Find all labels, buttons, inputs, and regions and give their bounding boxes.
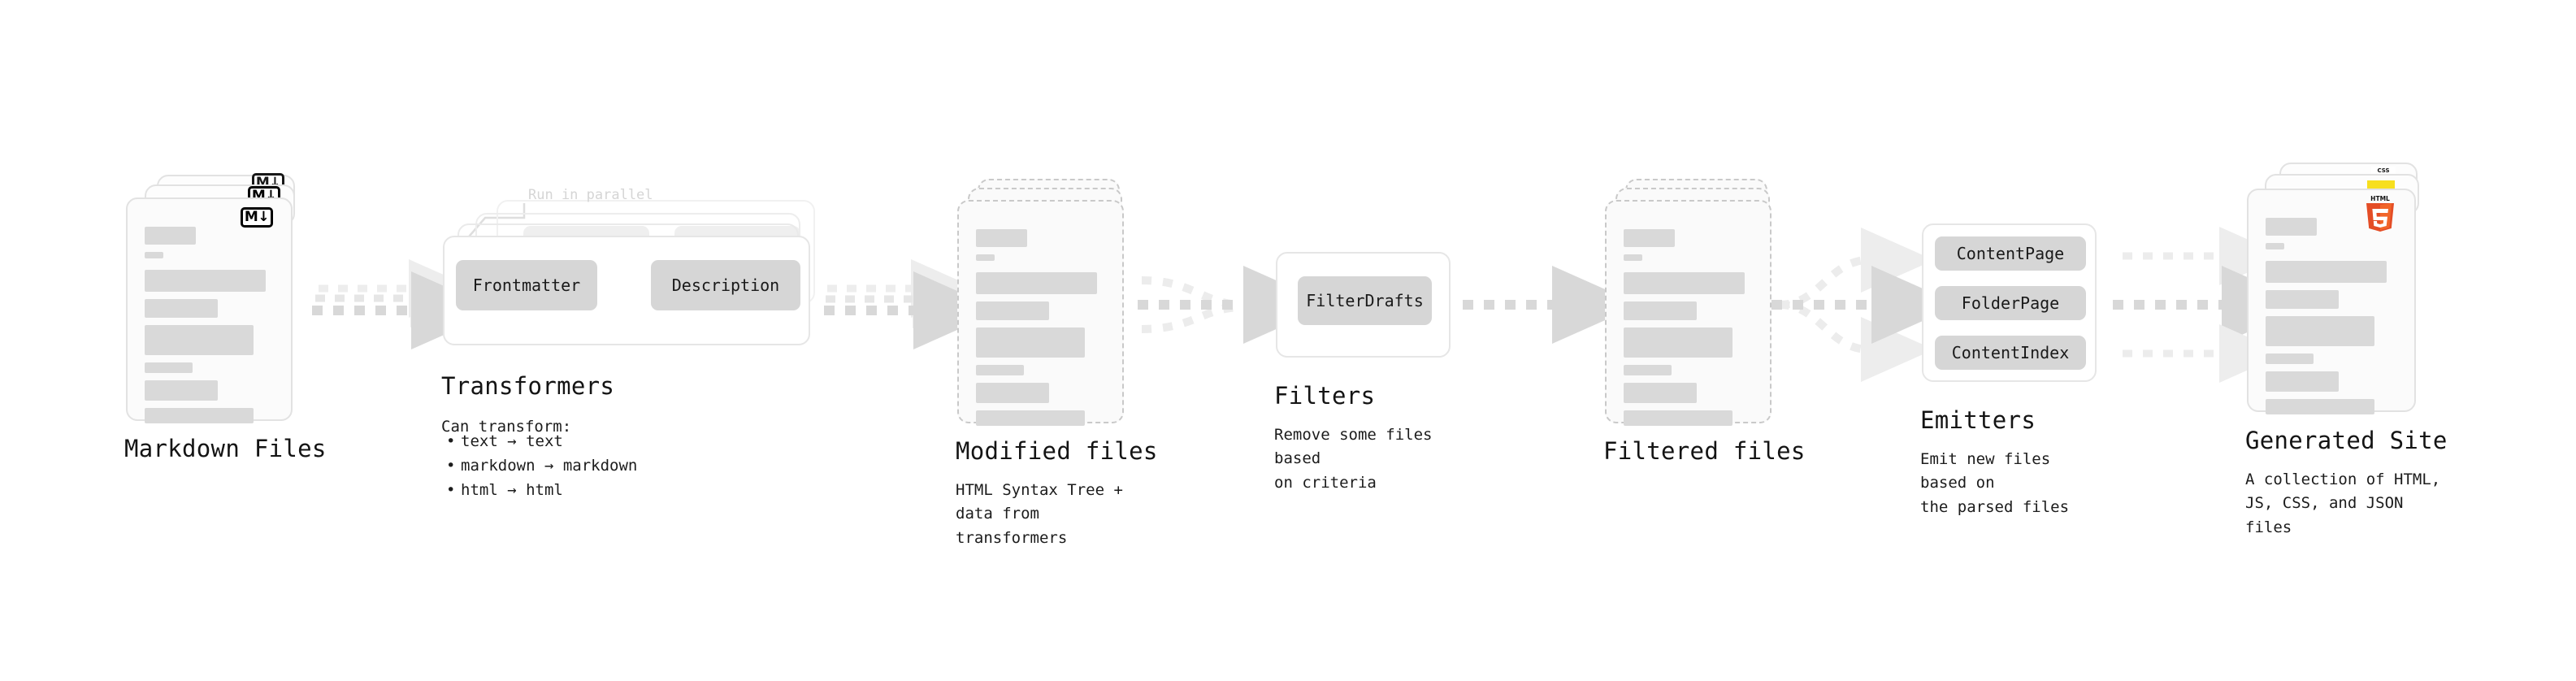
modified-file-stack bbox=[957, 179, 1144, 431]
html5-logo-icon: HTML bbox=[2363, 193, 2397, 232]
stage-filters: FilterDrafts Filters Remove some files b… bbox=[1274, 252, 1451, 492]
filtered-doc-front bbox=[1605, 200, 1772, 426]
emitter-chip-contentindex[interactable]: ContentIndex bbox=[1935, 336, 2086, 370]
modified-files-subtitle: HTML Syntax Tree + data from transformer… bbox=[956, 481, 1123, 547]
svg-text:HTML: HTML bbox=[2370, 195, 2390, 202]
modified-files-title: Modified files bbox=[956, 437, 1158, 465]
markdown-skeleton bbox=[145, 227, 276, 431]
arrow-transformers-to-modified bbox=[824, 259, 1001, 349]
stage-emitters: ContentPage FolderPage ContentIndex Emit… bbox=[1920, 223, 2097, 516]
transformers-bullet-1: markdown → markdown bbox=[441, 453, 637, 478]
stage-generated-site: CSS HTML bbox=[2245, 163, 2450, 536]
generated-site-title: Generated Site bbox=[2245, 427, 2448, 454]
emitters-subtitle: Emit new files based on the parsed files bbox=[1920, 450, 2070, 516]
transformers-bullet-2: html → html bbox=[441, 478, 637, 502]
transformer-chip-description[interactable]: Description bbox=[651, 260, 800, 310]
markdown-files-title: Markdown Files bbox=[124, 435, 327, 462]
markdown-logo-text: M↓ bbox=[244, 209, 270, 225]
filters-box: FilterDrafts bbox=[1276, 252, 1451, 358]
transformers-title: Transformers bbox=[441, 372, 615, 400]
arrow-markdown-to-transformers bbox=[312, 259, 499, 349]
filters-title: Filters bbox=[1274, 382, 1376, 410]
emitter-chip-folderpage[interactable]: FolderPage bbox=[1935, 286, 2086, 320]
modified-doc-front bbox=[957, 200, 1124, 426]
filtered-skeleton bbox=[1624, 229, 1755, 433]
transformers-bullet-0: text → text bbox=[441, 429, 637, 453]
modified-skeleton bbox=[976, 229, 1108, 433]
filters-subtitle: Remove some files based on criteria bbox=[1274, 426, 1433, 492]
transformers-box: Frontmatter Description bbox=[443, 236, 810, 345]
stage-transformers: Frontmatter Description Run in parallel … bbox=[441, 187, 825, 499]
stage-markdown-files: M↓ M↓ M↓ M bbox=[124, 173, 326, 462]
markdown-logo-icon: M↓ bbox=[241, 207, 273, 228]
emitters-box: ContentPage FolderPage ContentIndex bbox=[1922, 223, 2097, 382]
filtered-file-stack bbox=[1605, 179, 1792, 431]
transformers-bullet-list: text → text markdown → markdown html → h… bbox=[441, 429, 637, 502]
filtered-files-title: Filtered files bbox=[1603, 437, 1806, 465]
generated-skeleton bbox=[2266, 218, 2400, 422]
arrow-modified-to-filters bbox=[1138, 266, 1331, 344]
filter-chip-filterdrafts[interactable]: FilterDrafts bbox=[1298, 276, 1432, 325]
transformers-box-stack: Frontmatter Description bbox=[443, 195, 825, 358]
stage-filtered-files: Filtered files bbox=[1603, 179, 1805, 465]
arrow-emitters-to-site bbox=[2113, 227, 2309, 383]
markdown-doc-front bbox=[126, 197, 293, 423]
stage-modified-files: Modified files HTML Syntax Tree + data f… bbox=[956, 179, 1157, 547]
css-badge-text: CSS bbox=[2377, 167, 2390, 174]
transformer-chip-frontmatter[interactable]: Frontmatter bbox=[456, 260, 597, 310]
generated-site-subtitle: A collection of HTML, JS, CSS, and JSON … bbox=[2245, 471, 2441, 536]
emitters-title: Emitters bbox=[1920, 406, 2036, 434]
generated-site-file-stack: CSS HTML bbox=[2247, 163, 2450, 431]
markdown-file-stack: M↓ M↓ M↓ bbox=[126, 173, 313, 435]
run-in-parallel-label: Run in parallel bbox=[528, 187, 653, 203]
emitter-chip-contentpage[interactable]: ContentPage bbox=[1935, 236, 2086, 271]
